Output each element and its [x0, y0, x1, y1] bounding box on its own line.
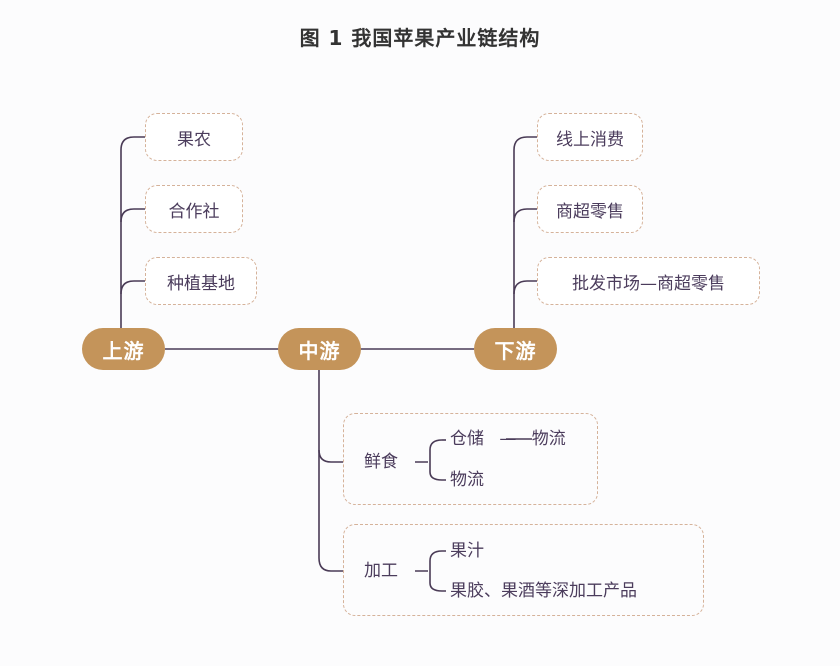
upstream-branch-3: [120, 280, 145, 295]
upstream-node: 上游: [82, 328, 165, 370]
processing-branch: 果汁: [450, 541, 484, 561]
midstream-node: 中游: [278, 328, 361, 370]
upstream-item: 合作社: [145, 185, 243, 233]
downstream-node: 下游: [474, 328, 557, 370]
fresh-label: 鲜食: [364, 452, 398, 472]
processing-group-box: [343, 524, 704, 616]
fresh-branch: 物流: [450, 470, 484, 490]
downstream-item: 批发市场—商超零售: [537, 257, 760, 305]
upstream-item: 果农: [145, 113, 243, 161]
upstream-item: 种植基地: [145, 257, 257, 305]
fresh-group-box: [343, 413, 598, 505]
processing-branch: 果胶、果酒等深加工产品: [450, 581, 637, 601]
fresh-bracket: [415, 439, 446, 481]
upstream-branch-2: [120, 208, 145, 223]
downstream-branch-3: [513, 280, 537, 295]
downstream-item: 线上消费: [537, 113, 643, 161]
midstream-branch-fresh: [318, 370, 343, 463]
downstream-item: 商超零售: [537, 185, 643, 233]
processing-label: 加工: [364, 561, 398, 581]
midstream-branch-processing: [318, 450, 343, 572]
fresh-branch: 仓储 — 物流: [450, 429, 566, 449]
processing-bracket: [415, 550, 446, 592]
downstream-branch-1: [513, 136, 537, 328]
downstream-branch-2: [513, 208, 537, 223]
figure-title: 图 1 我国苹果产业链结构: [299, 26, 541, 50]
upstream-branch-1: [120, 136, 145, 328]
